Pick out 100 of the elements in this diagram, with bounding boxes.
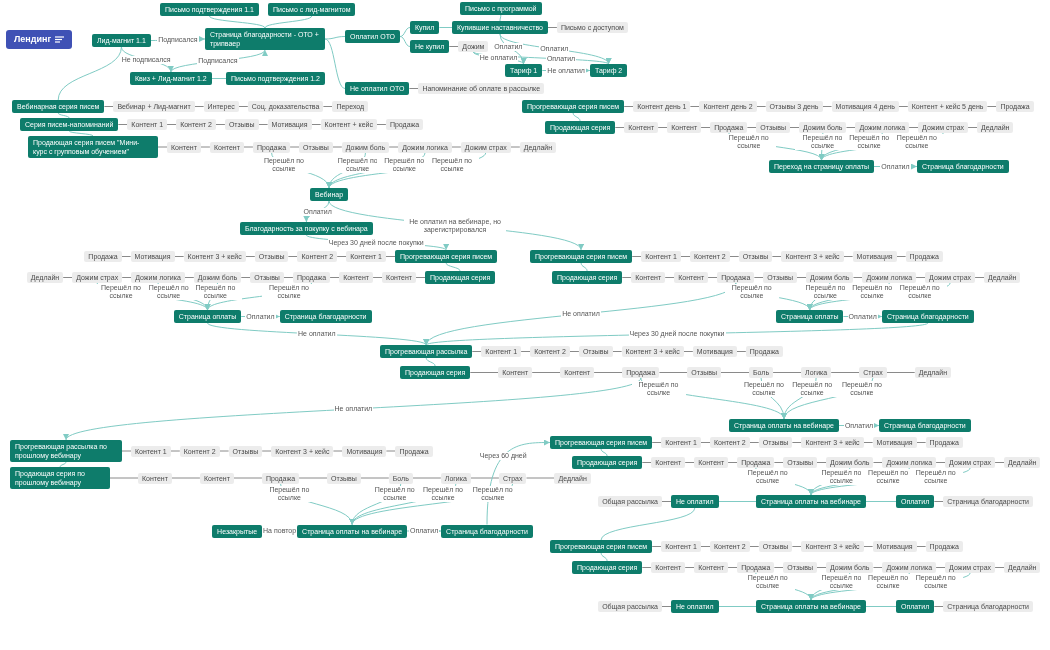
connector xyxy=(360,477,390,479)
connector xyxy=(469,372,499,373)
connector xyxy=(184,277,195,278)
connector xyxy=(215,124,226,125)
connector xyxy=(727,462,738,463)
connector xyxy=(240,277,251,278)
connector xyxy=(412,477,442,479)
connector xyxy=(336,256,347,257)
connector xyxy=(623,106,634,107)
connector xyxy=(689,106,700,107)
connector xyxy=(994,567,1005,568)
connector xyxy=(641,462,652,463)
connector xyxy=(287,256,298,257)
connector xyxy=(822,106,832,107)
connector xyxy=(547,27,558,28)
connector xyxy=(264,15,313,29)
connector xyxy=(736,351,747,352)
connector xyxy=(572,112,581,122)
connector xyxy=(707,277,718,278)
connector xyxy=(194,106,205,107)
connector xyxy=(166,124,177,125)
connector xyxy=(68,130,94,137)
connector xyxy=(121,256,132,257)
connector xyxy=(886,372,916,373)
connector xyxy=(233,477,263,479)
connector xyxy=(661,606,672,607)
connector xyxy=(680,256,691,257)
connector xyxy=(408,88,419,89)
connector xyxy=(700,546,711,547)
connector xyxy=(974,277,985,278)
connector xyxy=(208,15,266,29)
connector xyxy=(933,501,944,502)
connector xyxy=(415,277,426,278)
connector xyxy=(376,124,387,125)
connector xyxy=(600,507,696,541)
connector xyxy=(580,262,588,272)
connector xyxy=(720,372,750,373)
connector xyxy=(451,146,462,148)
connector xyxy=(399,27,411,37)
connector xyxy=(445,262,461,272)
connector xyxy=(916,442,927,443)
connector xyxy=(329,277,340,278)
connector xyxy=(157,146,168,148)
connector xyxy=(896,256,907,257)
connector xyxy=(59,461,67,468)
connector xyxy=(908,127,919,128)
connector xyxy=(898,106,909,107)
connector xyxy=(684,462,695,463)
connector xyxy=(57,46,122,101)
connector xyxy=(631,256,642,257)
connector xyxy=(657,127,668,128)
connector xyxy=(62,277,73,278)
connector xyxy=(372,277,383,278)
connector xyxy=(773,462,784,463)
connector xyxy=(526,477,555,479)
connector xyxy=(791,546,802,547)
connector xyxy=(796,277,807,278)
connector xyxy=(729,256,740,257)
connector xyxy=(967,127,978,128)
connector xyxy=(245,256,256,257)
connector xyxy=(425,357,436,367)
connector xyxy=(117,124,128,125)
connector xyxy=(600,448,608,457)
connector xyxy=(332,146,343,148)
connector xyxy=(324,38,346,89)
connector xyxy=(109,477,139,479)
connector xyxy=(756,106,767,107)
connector xyxy=(520,351,531,352)
topic-label: Лендинг xyxy=(14,34,52,45)
connector xyxy=(700,442,711,443)
connector xyxy=(385,450,396,452)
connector xyxy=(614,127,625,128)
connector xyxy=(171,477,201,479)
connector xyxy=(749,546,760,547)
connector xyxy=(121,277,132,278)
arrow xyxy=(65,377,642,441)
connector xyxy=(863,442,874,443)
connector xyxy=(258,124,269,125)
connector xyxy=(219,450,230,452)
connector xyxy=(718,606,757,607)
connector xyxy=(332,450,343,452)
connector xyxy=(448,46,459,47)
connector xyxy=(915,277,926,278)
connector xyxy=(121,450,132,452)
connector xyxy=(684,567,695,568)
connector xyxy=(935,567,946,568)
connector xyxy=(771,256,782,257)
connector xyxy=(683,351,694,352)
connector xyxy=(661,501,672,502)
connector xyxy=(843,256,854,257)
connector xyxy=(322,106,333,107)
connector xyxy=(174,256,185,257)
connector xyxy=(789,127,800,128)
connector xyxy=(261,450,272,452)
connector xyxy=(816,567,827,568)
connector xyxy=(916,546,927,547)
connector xyxy=(749,442,760,443)
connector xyxy=(499,14,502,22)
connector xyxy=(865,501,897,502)
connector xyxy=(289,146,300,148)
